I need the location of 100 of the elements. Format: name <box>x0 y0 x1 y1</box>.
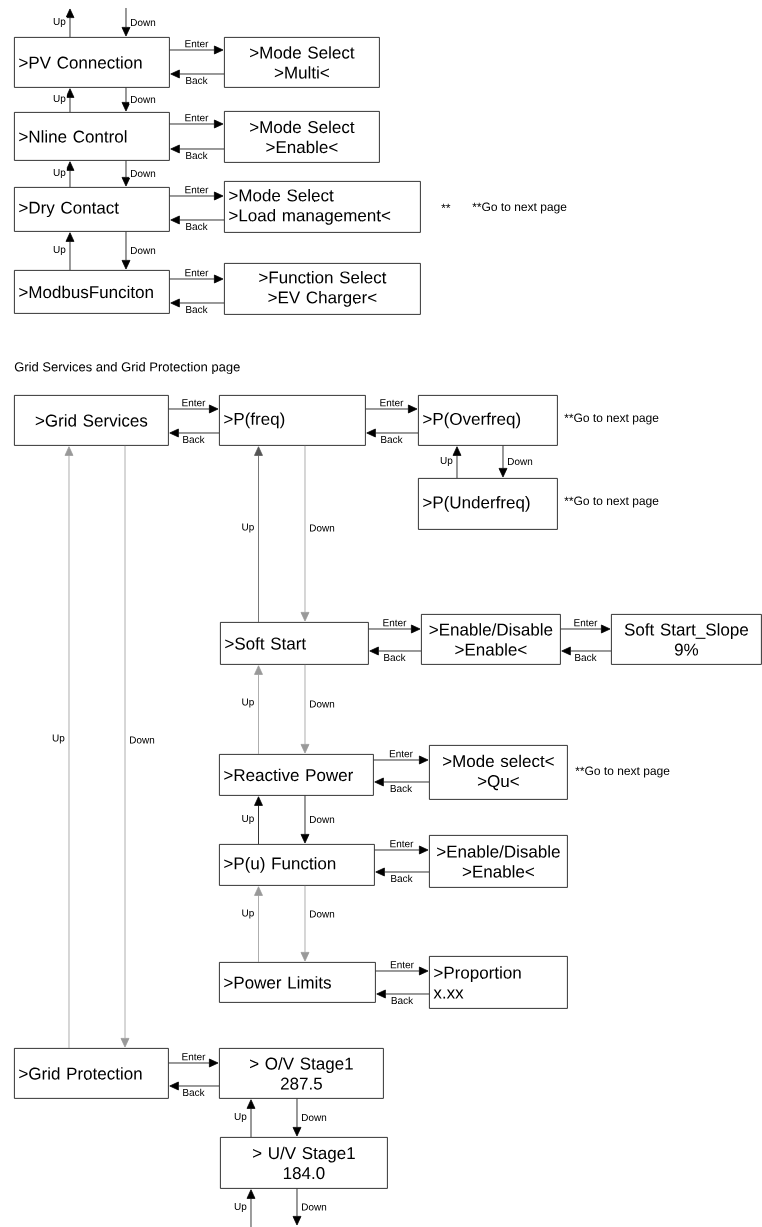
menu-box: >Mode Select >Multi< <box>224 37 380 88</box>
arrow <box>121 7 131 37</box>
arrow <box>369 646 422 656</box>
arrow <box>300 885 310 962</box>
edge-label: Up <box>439 456 454 467</box>
menu-box: >Enable/Disable >Enable< <box>421 614 561 665</box>
edge-label: Enter <box>183 39 210 49</box>
menu-box: >P(Underfreq) <box>418 478 558 530</box>
edge-label: Enter <box>183 268 210 278</box>
arrow <box>169 45 224 55</box>
edge-label: Up <box>240 814 256 825</box>
edge-label: Down <box>506 457 534 466</box>
menu-box: >Grid Services <box>14 395 169 446</box>
edge-label: Back <box>184 150 209 161</box>
menu-box: >ModbusFunciton <box>14 270 170 314</box>
edge-label: Down <box>308 815 336 824</box>
edge-label: Up <box>52 168 67 179</box>
arrow <box>376 989 430 999</box>
menu-box: >Power Limits <box>219 962 376 1003</box>
edge-label: Back <box>184 75 209 86</box>
menu-box: >Proportion x.xx <box>429 956 568 1009</box>
arrow <box>64 446 74 1049</box>
edge-label: Down <box>128 735 156 745</box>
arrow <box>375 966 429 976</box>
edge-label: Down <box>300 1202 328 1212</box>
arrow <box>300 445 310 622</box>
arrow <box>374 777 430 787</box>
arrow <box>65 232 75 271</box>
section-heading: Grid Services and Grid Protection page <box>14 361 240 375</box>
arrow <box>169 119 224 129</box>
arrow <box>561 646 612 656</box>
edge-label: Enter <box>388 749 414 759</box>
edge-label: Up <box>51 733 66 745</box>
edge-label: Back <box>379 434 404 445</box>
edge-label: Enter <box>381 618 408 628</box>
arrow <box>368 624 421 634</box>
menu-box: >Reactive Power <box>219 754 374 796</box>
arrow <box>121 160 131 187</box>
arrow <box>292 1188 302 1226</box>
menu-box: > U/V Stage1 184.0 <box>220 1137 388 1189</box>
edge-label: Back <box>382 652 407 663</box>
arrow <box>365 404 418 414</box>
arrow <box>300 664 310 754</box>
arrow <box>65 8 75 38</box>
menu-box: >PV Connection <box>14 37 170 88</box>
note-text: **Go to next page <box>575 766 670 778</box>
edge-label: Up <box>240 697 256 709</box>
arrow <box>120 445 130 1048</box>
edge-label: Enter <box>183 113 210 123</box>
note-text: ** <box>441 203 451 209</box>
edge-label: Back <box>388 783 414 794</box>
edge-label: Up <box>240 522 256 534</box>
menu-box: >Dry Contact <box>14 187 170 232</box>
arrow <box>65 161 75 188</box>
note-text: **Go to next page <box>564 496 659 508</box>
edge-label: Back <box>573 652 598 663</box>
edge-label: Down <box>129 18 157 27</box>
arrow <box>300 795 310 844</box>
menu-box: >P(Overfreq) <box>418 395 558 446</box>
arrow <box>170 69 225 79</box>
edge-label: Enter <box>572 618 599 628</box>
edge-label: Down <box>308 909 336 919</box>
arrow <box>169 428 220 438</box>
arrow <box>170 215 225 225</box>
menu-box: >Enable/Disable >Enable< <box>429 835 568 888</box>
arrow <box>121 231 131 270</box>
arrow <box>254 796 263 845</box>
arrow <box>168 1058 219 1068</box>
arrow <box>169 1081 220 1091</box>
arrow <box>169 191 224 201</box>
edge-label: Down <box>129 95 157 104</box>
edge-label: Up <box>233 1112 248 1123</box>
edge-label: Enter <box>183 185 210 195</box>
edge-label: Up <box>240 908 256 920</box>
menu-box: >P(freq) <box>219 395 366 446</box>
menu-box: >Mode Select >Load management< <box>224 181 421 233</box>
edge-label: Up <box>233 1202 248 1213</box>
edge-label: Enter <box>378 398 405 408</box>
arrow <box>168 404 219 414</box>
menu-box: >Soft Start <box>220 622 369 665</box>
edge-label: Down <box>308 699 336 709</box>
arrow <box>560 624 611 634</box>
edge-label: Enter <box>389 960 415 970</box>
menu-box: >Mode Select >Enable< <box>224 111 380 163</box>
arrow <box>170 144 225 154</box>
edge-label: Back <box>389 873 414 884</box>
arrow <box>292 1098 302 1137</box>
arrow <box>498 445 508 478</box>
menu-box: >Function Select >EV Charger< <box>224 263 421 315</box>
edge-label: Up <box>52 17 67 28</box>
arrow <box>366 428 419 438</box>
edge-label: Up <box>52 245 67 256</box>
arrow <box>374 845 429 855</box>
edge-label: Enter <box>180 398 207 408</box>
menu-box: >Mode select< >Qu< <box>429 745 568 800</box>
menu-box: Soft Start_Slope 9% <box>611 614 762 665</box>
menu-box: >P(u) Function <box>219 844 375 886</box>
menu-box: > O/V Stage1 287.5 <box>219 1048 384 1099</box>
edge-label: Down <box>129 169 157 178</box>
arrow <box>246 1189 256 1227</box>
